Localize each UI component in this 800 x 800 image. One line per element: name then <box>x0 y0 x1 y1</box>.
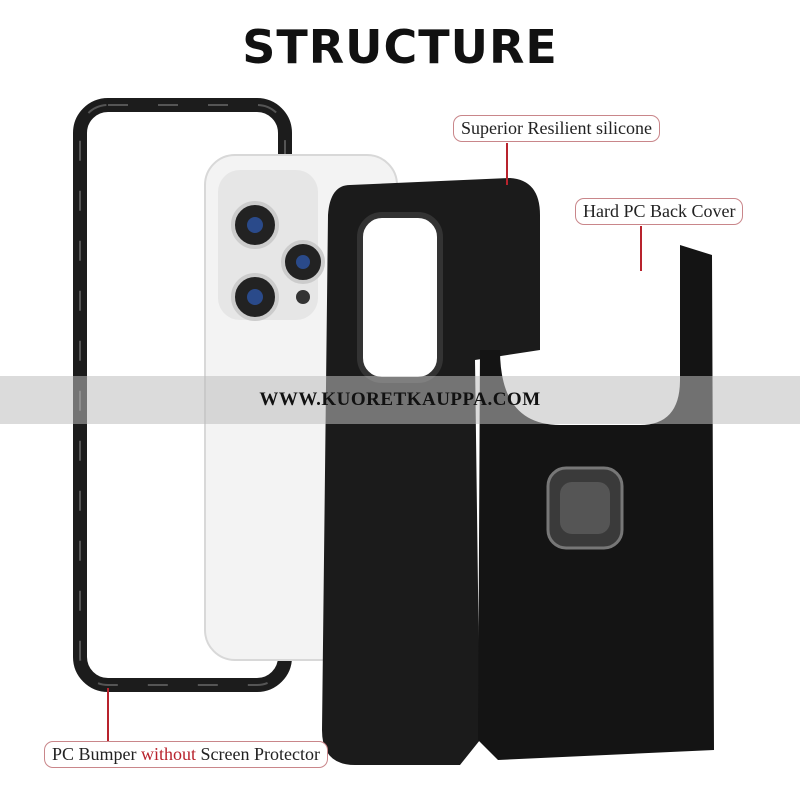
callout-line-back-cover <box>640 226 642 271</box>
callout-back-cover: Hard PC Back Cover <box>575 198 744 225</box>
page-title: STRUCTURE <box>242 20 558 74</box>
hard-pc-back-cover <box>478 245 714 760</box>
silicone-case <box>322 178 540 765</box>
callout-line-silicone <box>506 143 508 185</box>
callout-bumper-pre: PC Bumper <box>52 744 142 764</box>
callout-line-bumper <box>107 688 109 742</box>
watermark-band <box>0 376 800 424</box>
watermark-text: WWW.KUORETKAUPPA.COM <box>259 389 541 410</box>
callout-bumper-post: Screen Protector <box>196 744 320 764</box>
callout-silicone: Superior Resilient silicone <box>453 115 660 142</box>
callout-bumper: PC Bumper without Screen Protector <box>44 741 328 768</box>
callout-bumper-highlight: without <box>141 744 197 764</box>
